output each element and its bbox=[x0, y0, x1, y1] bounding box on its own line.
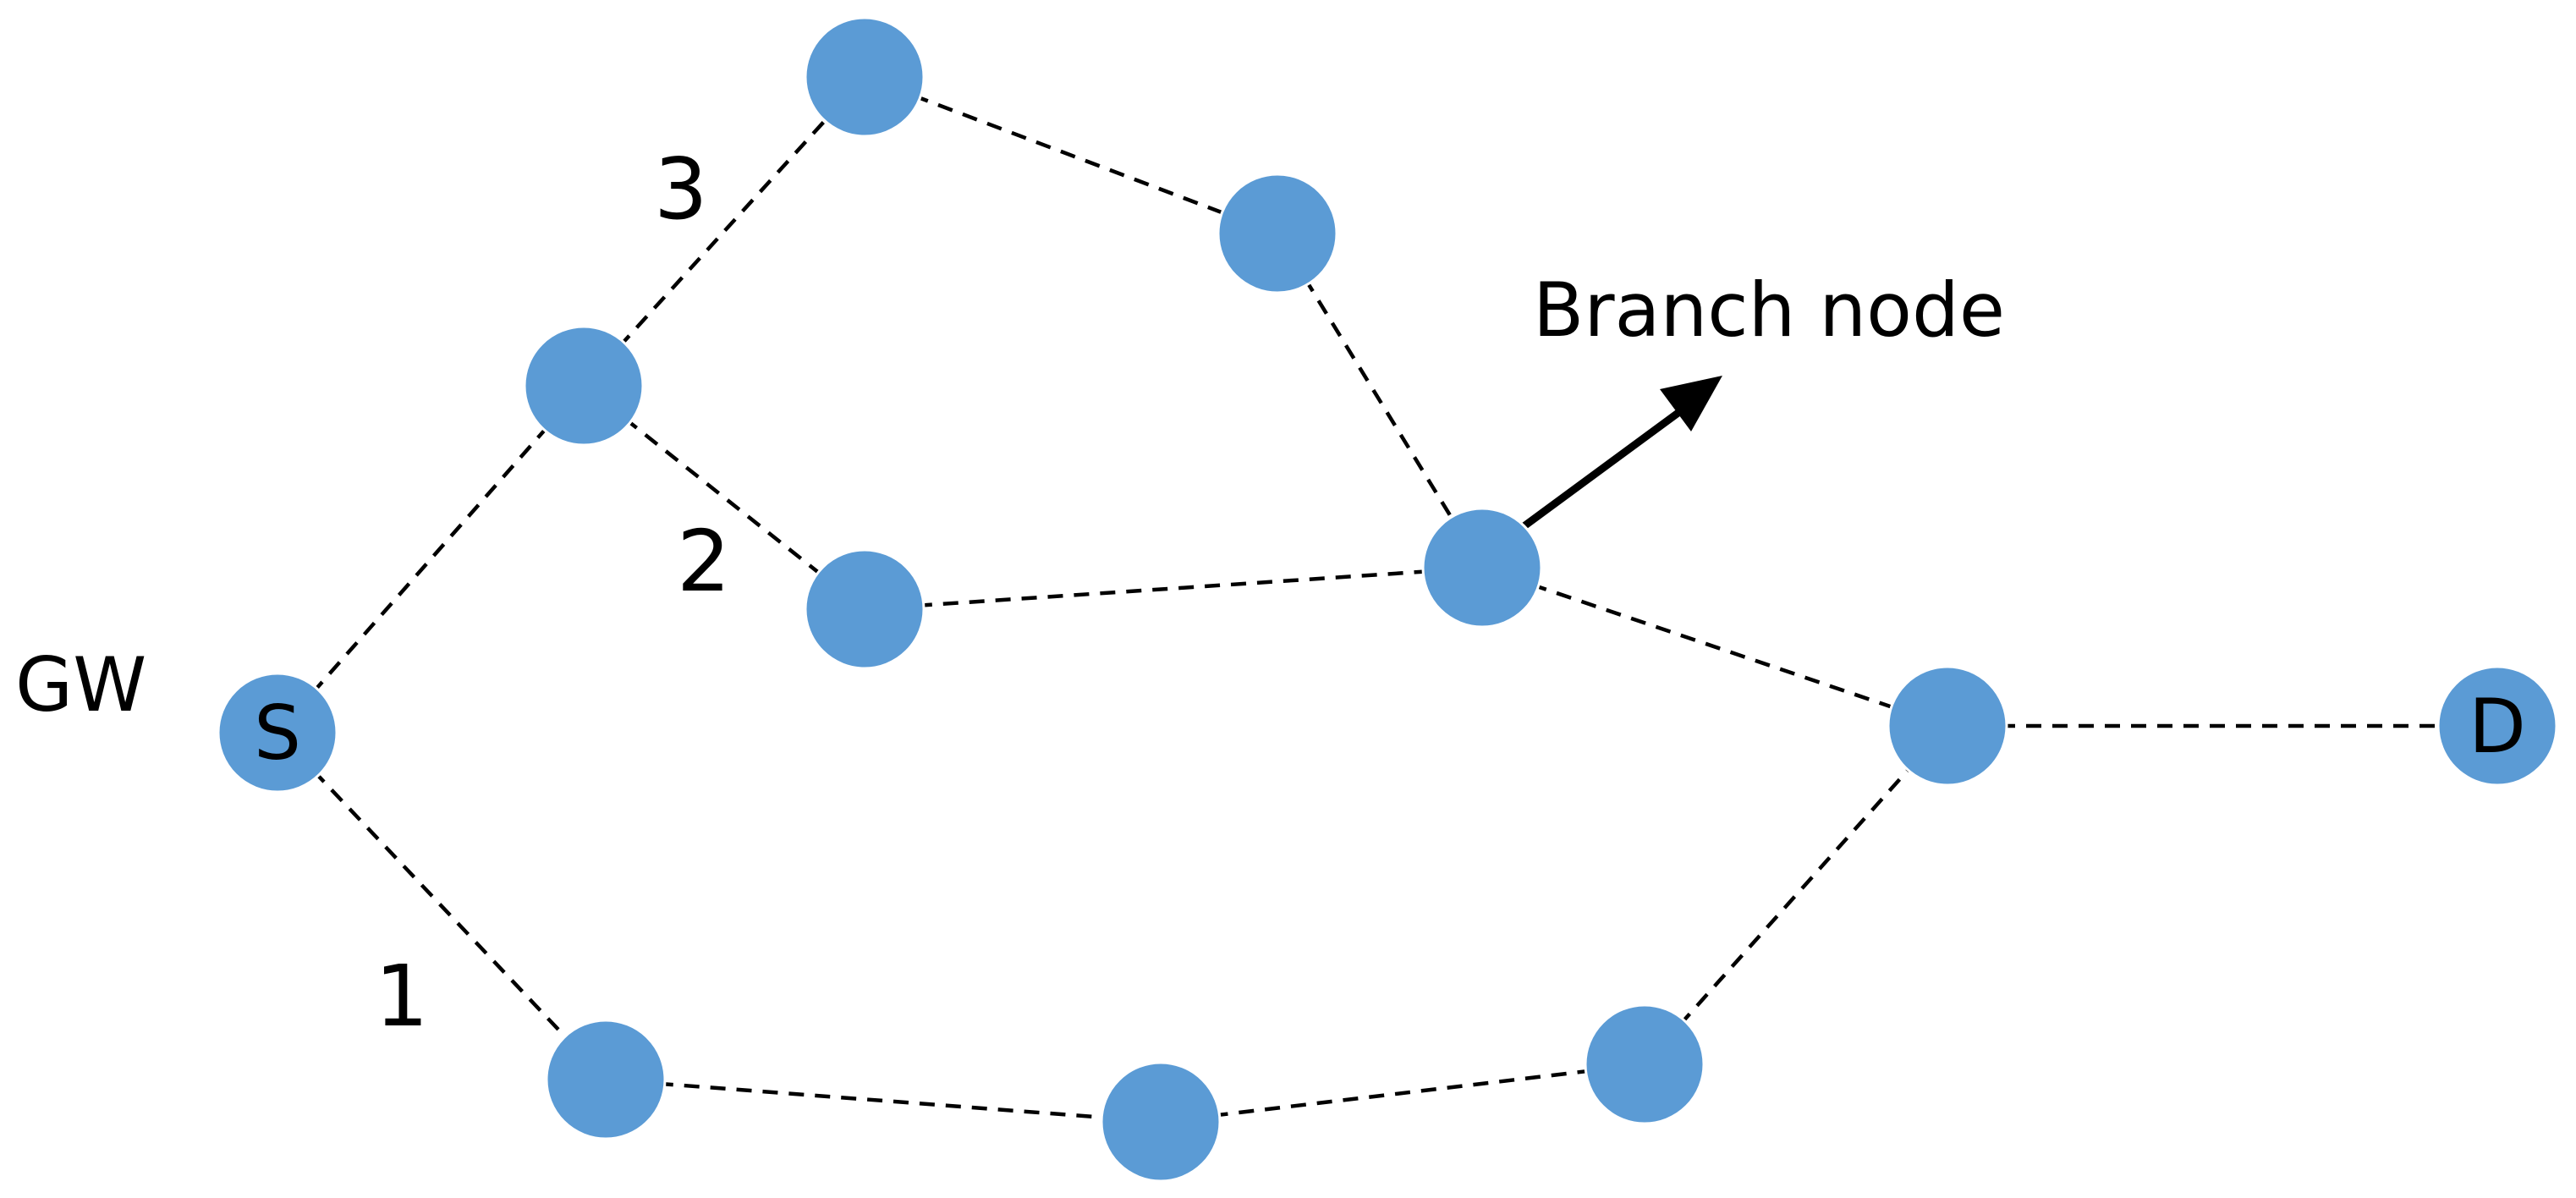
node-a bbox=[523, 325, 645, 447]
node-b bbox=[804, 16, 925, 138]
edge-f-g bbox=[1481, 565, 1948, 728]
node-j bbox=[1584, 1003, 1705, 1125]
edge-layer bbox=[276, 74, 2497, 1124]
path-label-3: 3 bbox=[654, 140, 708, 239]
node-h bbox=[545, 1019, 667, 1140]
gateway-label: GW bbox=[15, 641, 146, 728]
destination-node bbox=[2436, 665, 2558, 787]
edge-c-f bbox=[1276, 232, 1484, 569]
node-g bbox=[1887, 665, 2008, 787]
edge-i-j bbox=[1160, 1062, 1645, 1124]
node-i bbox=[1100, 1061, 1222, 1183]
node-e bbox=[804, 548, 925, 670]
edge-b-c bbox=[864, 74, 1278, 236]
edge-j-g bbox=[1643, 724, 1949, 1066]
edge-s-h bbox=[276, 731, 607, 1081]
destination-node-label: D bbox=[2469, 683, 2526, 770]
edge-s-a bbox=[276, 384, 585, 734]
branch-node-label: Branch node bbox=[1533, 267, 2005, 354]
edge-h-i bbox=[605, 1077, 1162, 1124]
edge-e-f bbox=[864, 565, 1483, 612]
edge-a-b bbox=[582, 75, 866, 387]
path-label-1: 1 bbox=[375, 947, 429, 1046]
node-c bbox=[1217, 173, 1338, 294]
source-node bbox=[217, 672, 338, 794]
path-label-2: 2 bbox=[677, 512, 731, 611]
branch-arrow-line bbox=[1517, 409, 1682, 533]
branch-arrow-head bbox=[1660, 376, 1722, 431]
branch-pointer bbox=[1517, 376, 1722, 533]
branch-node bbox=[1421, 507, 1543, 629]
source-node-label: S bbox=[254, 690, 301, 777]
